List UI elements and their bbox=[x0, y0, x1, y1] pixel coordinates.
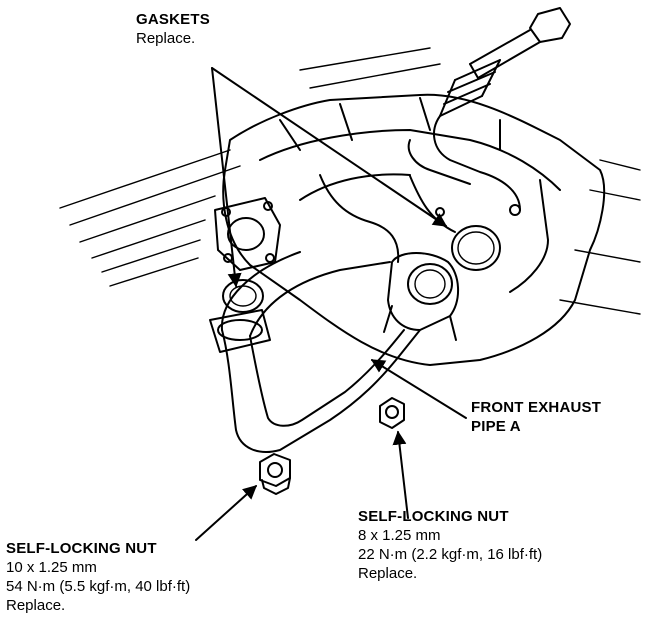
nut-right-note: Replace. bbox=[358, 565, 418, 582]
gaskets-note: Replace. bbox=[136, 30, 196, 47]
nut-left-size: 10 x 1.25 mm bbox=[6, 559, 97, 576]
front-pipe-line2: PIPE A bbox=[471, 418, 521, 435]
nut-left-title: SELF-LOCKING NUT bbox=[6, 540, 157, 557]
front-exhaust-pipe-callout: FRONT EXHAUST PIPE A bbox=[471, 398, 601, 436]
flange-bolt-with-spring bbox=[407, 7, 571, 211]
front-exhaust-pipe-a bbox=[209, 251, 459, 453]
gaskets-callout: GASKETS Replace. bbox=[136, 10, 210, 48]
gaskets-title: GASKETS bbox=[136, 11, 210, 28]
nut-left-torque: 54 N·m (5.5 kgf·m, 40 lbf·ft) bbox=[6, 578, 191, 595]
nut-right-torque: 22 N·m (2.2 kgf·m, 16 lbf·ft) bbox=[358, 546, 543, 563]
gasket-left bbox=[222, 279, 264, 313]
nut-left-callout: SELF-LOCKING NUT 10 x 1.25 mm 54 N·m (5.… bbox=[6, 539, 190, 615]
nut-right-title: SELF-LOCKING NUT bbox=[358, 508, 509, 525]
front-pipe-line1: FRONT EXHAUST bbox=[471, 399, 602, 416]
background-structure bbox=[59, 47, 641, 315]
nut-left-note: Replace. bbox=[6, 597, 66, 614]
nut-right-callout: SELF-LOCKING NUT 8 x 1.25 mm 22 N·m (2.2… bbox=[358, 507, 542, 583]
exhaust-manifold bbox=[214, 93, 606, 366]
leader-arrows bbox=[195, 67, 467, 541]
nut-left-icon bbox=[259, 453, 291, 495]
nut-right-icon bbox=[379, 397, 405, 429]
nut-right-size: 8 x 1.25 mm bbox=[358, 527, 441, 544]
